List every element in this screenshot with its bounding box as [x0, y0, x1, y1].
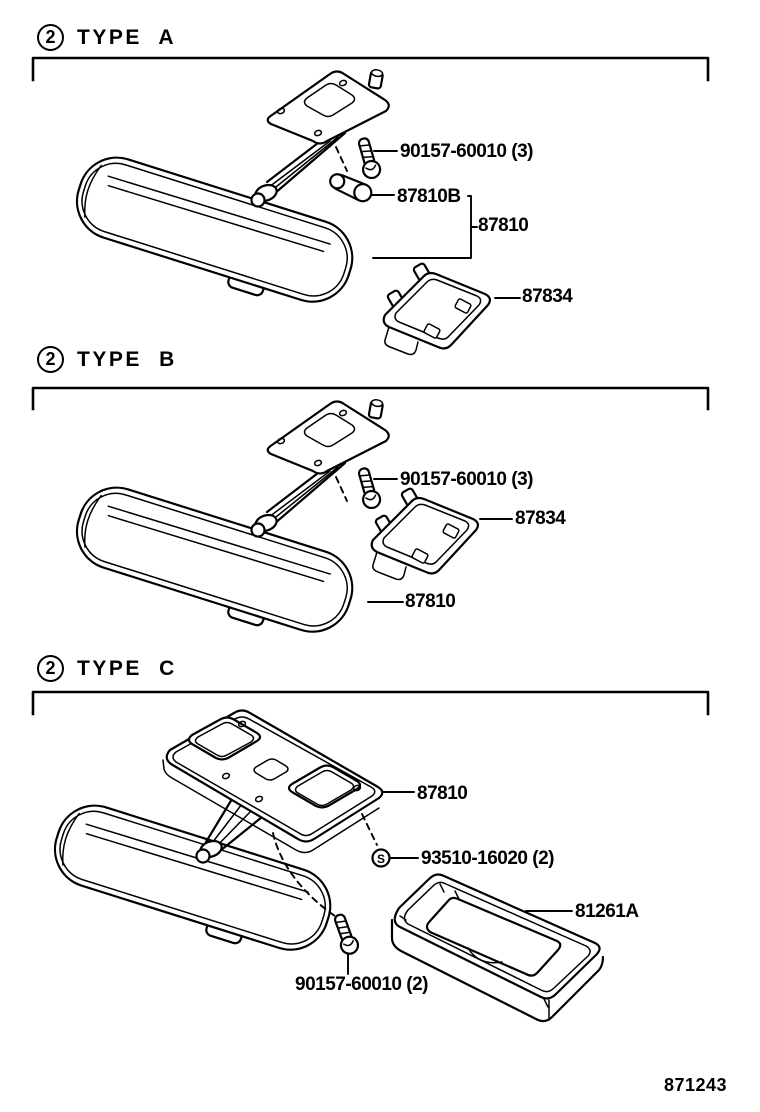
screw-90157-type-a-icon [353, 135, 384, 182]
diagram-number: 871243 [664, 1075, 728, 1095]
section-header-type-b: 2 TYPE B [37, 346, 177, 373]
screw-90157-type-c-icon [329, 911, 362, 958]
part-label-90157-60010-type-a: 90157-60010 (3) [400, 141, 534, 162]
screw-symbol-s-icon: S [371, 848, 391, 868]
section-bracket-type-b [31, 386, 710, 411]
lamp-cover-87834-type-b [370, 486, 480, 581]
part-label-90157-60010-type-b: 90157-60010 (3) [400, 469, 534, 490]
screw-90157-type-b-icon [353, 465, 384, 512]
section-bracket-type-c [31, 690, 710, 716]
section-header-type-c: 2 TYPE C [37, 655, 177, 682]
part-label-81261a-type-c: 81261A [575, 901, 639, 922]
part-label-87834-type-b: 87834 [515, 508, 566, 529]
section-header-type-a: 2 TYPE A [37, 24, 176, 51]
mirror-assembly-type-b [65, 399, 389, 650]
part-label-87810-type-a: 87810 [478, 215, 529, 236]
console-tray-81261a [390, 873, 605, 1023]
part-label-87810-type-b: 87810 [405, 591, 456, 612]
lamp-cover-87834-type-a [382, 261, 492, 356]
festoon-bulb-87810b [329, 173, 373, 203]
overhead-console-type-c [41, 709, 384, 969]
part-label-90157-60010-type-c: 90157-60010 (2) [295, 974, 429, 995]
leader-lines [272, 150, 573, 975]
section-title-a: TYPE A [77, 25, 177, 49]
section-bracket-type-a [31, 56, 710, 82]
part-label-87810b-type-a: 87810B [397, 186, 461, 207]
section-marker-b: 2 [37, 346, 64, 373]
part-label-87810-type-c: 87810 [417, 783, 468, 804]
part-label-87834-type-a: 87834 [522, 286, 573, 307]
section-title-b: TYPE B [77, 347, 177, 371]
mirror-assembly-type-a [65, 69, 389, 320]
svg-text:S: S [377, 852, 385, 866]
part-label-93510-16020-type-c: 93510-16020 (2) [421, 848, 555, 869]
section-marker-a: 2 [37, 24, 64, 51]
section-marker-c: 2 [37, 655, 64, 682]
section-title-c: TYPE C [77, 656, 177, 680]
